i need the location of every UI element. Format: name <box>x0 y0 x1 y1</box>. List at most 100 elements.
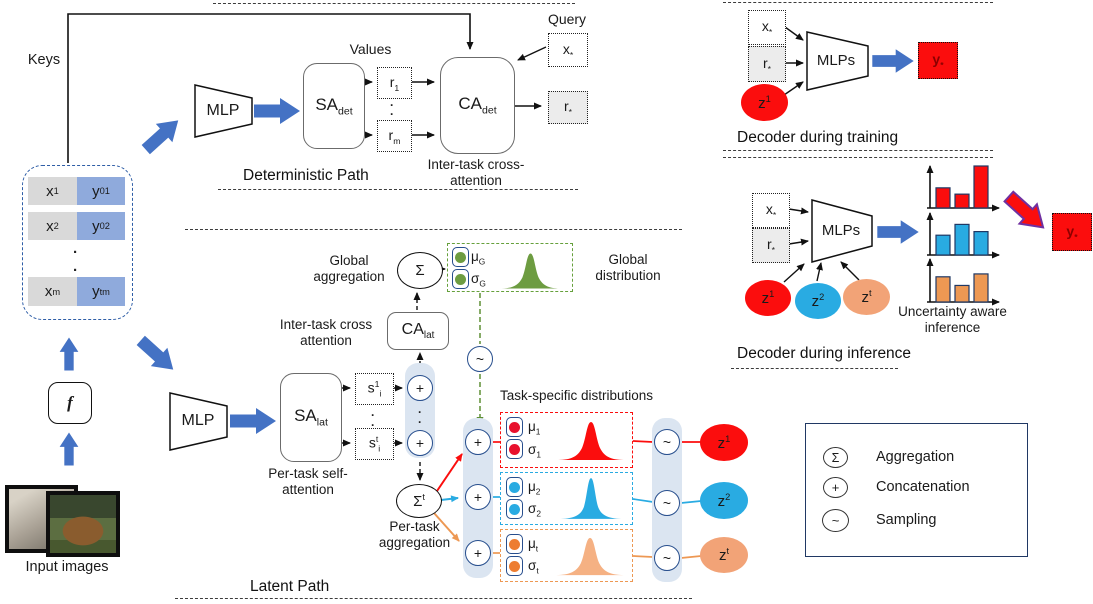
det-top-divider <box>213 3 575 4</box>
mu-2-chip <box>506 477 523 497</box>
uncertainty-caption: Uncertainty aware inference <box>898 304 1007 335</box>
r1-box: r1 <box>377 67 412 99</box>
decoder-mid-divider-b <box>723 157 993 158</box>
train-mlps-out-arrow <box>872 49 914 73</box>
query-label: Query <box>547 11 587 27</box>
context-ellipsis-dot: · <box>73 262 78 279</box>
sigma-1-chip <box>506 439 523 459</box>
task-distributions-label: Task-specific distributions <box>500 388 654 403</box>
sampling-op-t: ~ <box>654 545 680 571</box>
det-mlp-trapezoid <box>194 84 253 138</box>
sigma-2-label: σ2 <box>528 501 541 519</box>
input-images-caption: Input images <box>25 559 109 575</box>
latent-bottom-divider <box>175 598 692 599</box>
lat-mlp-to-sa-arrow <box>230 408 276 434</box>
task2-distribution-curve <box>556 478 626 519</box>
per-task-self-attention-caption: Per-task self-attention <box>268 466 348 497</box>
context-set-box <box>22 165 133 320</box>
global-aggregation-op: Σ <box>397 252 443 289</box>
block-arrows <box>59 49 919 466</box>
st-box: sti <box>355 428 394 460</box>
train-mlps-trapezoid <box>806 31 869 91</box>
legend-sampling-label: Sampling <box>876 512 937 528</box>
f-to-context-arrow <box>59 337 79 371</box>
col1-ellipsis-dot: · <box>418 405 422 419</box>
sampling-op-1: ~ <box>654 429 680 455</box>
mu-1-chip <box>506 417 523 437</box>
lat-ellipsis-dot: · <box>371 418 375 432</box>
concat-op-1b: + <box>407 430 433 456</box>
ca-det-box: CAdet <box>440 57 515 154</box>
context-ellipsis-dot: · <box>73 244 78 261</box>
inf-mlps-out-arrow <box>877 220 919 244</box>
keys-connector-line <box>67 13 474 163</box>
z2-ellipse: z2 <box>700 482 748 519</box>
det-bottom-divider <box>218 189 578 190</box>
sigma-t-label: σt <box>528 558 539 576</box>
bear-photo-image <box>46 491 120 557</box>
train-r-star-box: r* <box>748 46 786 82</box>
sigma-t-chip <box>506 556 523 576</box>
inference-output-arrow <box>1003 190 1045 229</box>
rm-box: rm <box>377 120 412 152</box>
train-y-star-box: y* <box>918 42 958 79</box>
global-params-box <box>447 243 573 292</box>
decoder-mid-divider-a <box>723 150 993 151</box>
z1-ellipse: z1 <box>700 424 748 461</box>
sigma-g-chip <box>452 269 469 289</box>
inf-mlps-trapezoid <box>811 199 873 263</box>
lat-ellipsis-dot: · <box>371 408 375 422</box>
deterministic-path-title: Deterministic Path <box>243 167 369 184</box>
legend-concatenation-icon: + <box>823 477 848 498</box>
lat-mlp-trapezoid <box>169 392 228 451</box>
sigma-g-label: σG <box>471 271 486 289</box>
decoder-top-divider <box>723 2 993 3</box>
feature-extractor-box: f <box>48 382 92 424</box>
inf-mlps-label: MLPs <box>821 222 861 239</box>
task1-agg-arrow <box>436 453 463 492</box>
legend-aggregation-icon: Σ <box>823 447 848 468</box>
decoder-inference-title: Decoder during inference <box>737 345 912 362</box>
taskt-params-box <box>500 529 633 582</box>
concat-op-1a: + <box>407 375 433 401</box>
sigma-1-label: σ1 <box>528 442 541 460</box>
inf-x-star-box: x* <box>752 193 790 228</box>
zt-ellipse: zt <box>700 537 748 573</box>
mu-1-label: μ1 <box>528 419 541 437</box>
sigma-2-chip <box>506 499 523 519</box>
images-to-f-arrow <box>59 432 79 466</box>
global-distribution-curve <box>499 253 562 289</box>
ca-lat-box: CAlat <box>387 312 449 350</box>
legend-aggregation-label: Aggregation <box>876 449 955 465</box>
lat-mlp-label: MLP <box>181 412 215 429</box>
per-task-aggregation-label: Per-task aggregation <box>378 519 451 550</box>
bar-chart-task2 <box>935 223 989 256</box>
task2-params-box <box>500 472 633 525</box>
to-det-mlp-arrow <box>141 120 179 155</box>
det-ellipsis-dot: · <box>390 98 394 112</box>
mu-2-label: μ2 <box>528 479 541 497</box>
inf-zt-ellipse: zt <box>843 279 890 315</box>
bar-chart-taskt <box>935 273 989 303</box>
mu-g-label: μG <box>471 249 486 267</box>
r-star-output-box: r* <box>548 91 588 124</box>
task1-params-box <box>500 412 633 468</box>
decoder-bottom-divider <box>731 368 898 369</box>
legend-concatenation-label: Concatenation <box>876 479 970 495</box>
col1-ellipsis-dot: · <box>418 415 422 429</box>
query-x-star-box: x* <box>548 33 588 67</box>
det-mlp-to-sa-arrow <box>254 98 300 124</box>
det-mlp-label: MLP <box>206 102 240 119</box>
legend-sampling-icon: ~ <box>822 509 849 532</box>
global-aggregation-label: Global aggregation <box>313 253 385 284</box>
sa-lat-box: SAlat <box>280 373 342 462</box>
per-task-aggregation-op: Σt <box>396 484 442 518</box>
decoder-training-title: Decoder during training <box>737 129 899 146</box>
